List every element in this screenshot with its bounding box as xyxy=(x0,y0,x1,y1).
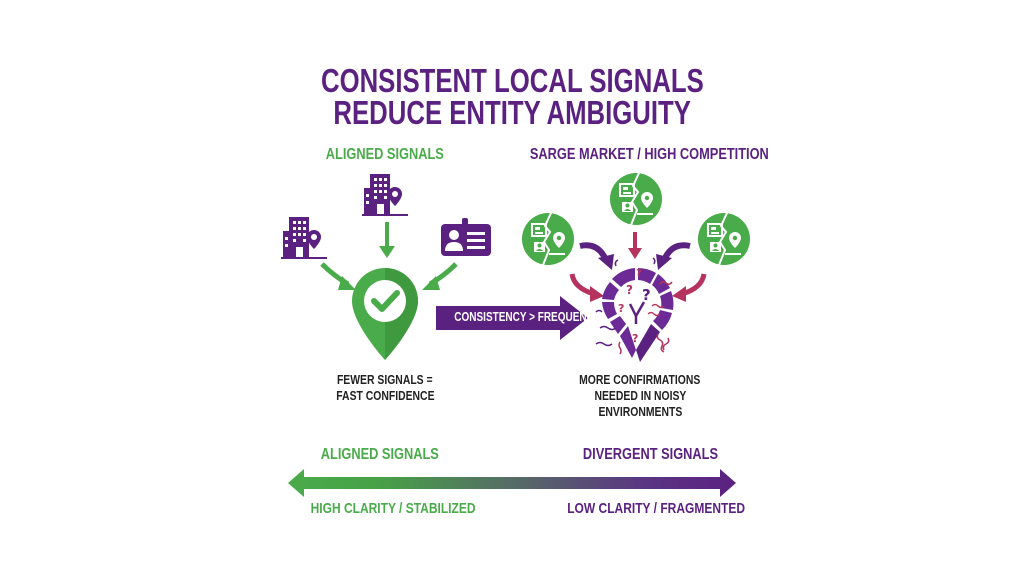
title-line-1: CONSISTENT LOCAL SIGNALS xyxy=(320,62,704,99)
arrow-diagonal-right-icon xyxy=(320,262,356,290)
curved-arrow-purple-left-icon xyxy=(579,242,614,270)
arrow-down-magenta-icon xyxy=(628,232,642,259)
fractured-listing-icon xyxy=(522,212,574,266)
high-clarity-label: HIGH CLARITY / STABILIZED xyxy=(310,500,476,517)
check-pin-icon xyxy=(352,268,418,360)
svg-text:?: ? xyxy=(626,283,633,297)
consistency-arrow xyxy=(436,296,588,340)
spectrum-aligned-label: ALIGNED SIGNALS xyxy=(320,446,440,463)
svg-text:?: ? xyxy=(618,302,624,315)
spectrum-divergent-label: DIVERGENT SIGNALS xyxy=(582,446,718,463)
curved-arrow-magenta-left-icon xyxy=(569,273,604,302)
svg-text:?: ? xyxy=(636,268,642,279)
low-clarity-label: LOW CLARITY / FRAGMENTED xyxy=(567,500,745,517)
fractured-listing-icon xyxy=(698,212,750,266)
building-pin-icon xyxy=(362,174,408,216)
fewer-signals-caption: FEWER SIGNALS = FAST CONFIDENCE xyxy=(335,372,435,403)
consistency-frequency-label: CONSISTENCY > FREQUENCY xyxy=(454,310,601,324)
title-line-2: REDUCE ENTITY AMBIGUITY xyxy=(333,94,691,131)
arrow-diagonal-left-icon xyxy=(422,262,458,290)
broken-question-pin-icon: ? ? ? ? ? xyxy=(595,257,674,362)
building-pin-icon xyxy=(281,217,327,259)
aligned-signals-heading: ALIGNED SIGNALS xyxy=(325,146,445,163)
sarge-market-heading: SARGE MARKET / HIGH COMPETITION xyxy=(529,146,769,163)
more-confirmations-caption: MORE CONFIRMATIONS NEEDED IN NOISY ENVIR… xyxy=(579,372,701,419)
arrow-down-icon xyxy=(379,222,395,258)
clarity-spectrum-arrow xyxy=(288,469,736,497)
fractured-listing-icon xyxy=(610,172,662,226)
svg-text:?: ? xyxy=(642,286,651,304)
curved-arrow-magenta-right-icon xyxy=(672,273,707,302)
svg-text:?: ? xyxy=(632,332,638,345)
id-card-icon xyxy=(441,218,491,256)
curved-arrow-purple-right-icon xyxy=(656,242,691,270)
